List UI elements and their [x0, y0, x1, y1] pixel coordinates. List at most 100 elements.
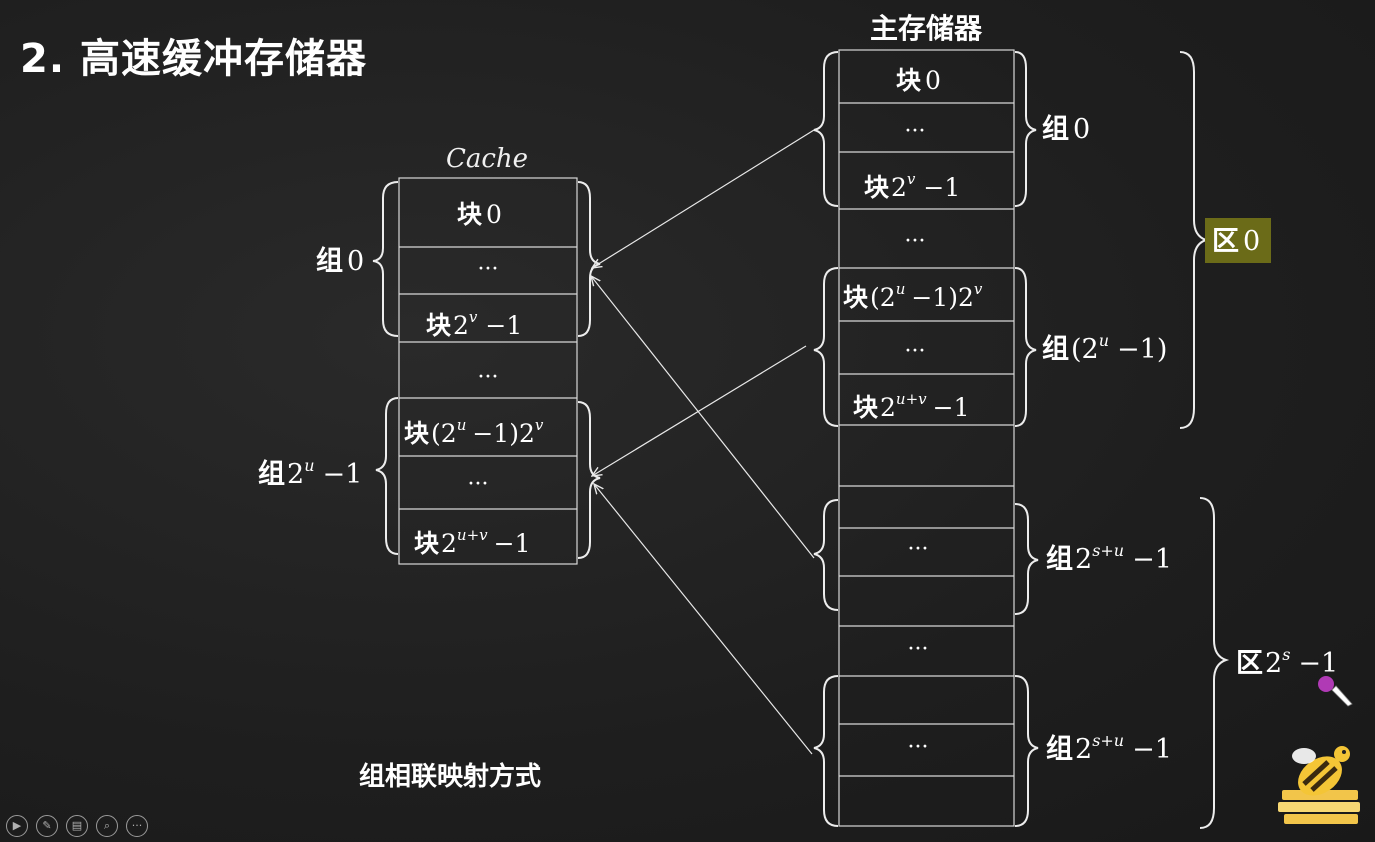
memory-row-blockmid: 块(2u−1)2v [843, 280, 983, 312]
zone0-highlight [1205, 218, 1271, 263]
pen-cursor-icon [1318, 676, 1353, 707]
presentation-toolbar: ▶ ✎ ▤ ⌕ ··· [6, 815, 148, 837]
memory-groupu-sup: u [1099, 331, 1109, 350]
cache-grouplast-tail: −1 [323, 459, 363, 490]
cache-row-blockmid: 块(2u−1)2v [404, 416, 544, 448]
slide-title: 2. 高速缓冲存储器 [20, 36, 367, 82]
slides-icon[interactable]: ▤ [66, 815, 88, 837]
cache-group0-num: 0 [347, 246, 364, 277]
memory-row-blockmid-sup: u [896, 280, 906, 298]
cache-row-dots-2: ··· [478, 365, 499, 390]
memory-groupu-tail: −1) [1117, 334, 1167, 365]
memory-row-blocklast-prefix: 块 [864, 173, 889, 202]
memory-row-dots-1: ··· [905, 119, 926, 144]
memory-groupsu1-left-brace [813, 499, 839, 611]
cache-row-dots-3: ··· [468, 472, 489, 497]
cache-row-blockend-tail: −1 [494, 529, 531, 558]
memory-groupsu2-left-brace [813, 675, 839, 827]
cache-row-blockmid-mid: −1)2 [472, 419, 535, 448]
cache-table [398, 177, 578, 565]
arrow-memgroupu-to-cachegrouplast [592, 345, 807, 476]
memory-group0-prefix: 组 [1042, 113, 1069, 145]
cache-title: Cache [446, 144, 528, 174]
cache-row-blockmid-sup: u [457, 416, 467, 434]
cache-row-blocklast-prefix: 块 [426, 311, 451, 340]
zonelast-label: 区2s−1 [1236, 645, 1338, 679]
arrow-memgroupsu1-to-cachegroup0 [591, 276, 815, 559]
arrow-memgroup0-to-cachegroup0 [592, 129, 815, 268]
cache-grouplast-sup: u [304, 456, 314, 475]
memory-row-dots-2: ··· [905, 229, 926, 254]
memory-row-blocklast-sup: v [907, 170, 916, 188]
cache-grouplast-label: 组2u −1 [258, 456, 362, 490]
memory-row-blockmid-prefix: 块 [843, 283, 868, 312]
memory-groupsu2-right-brace [1014, 675, 1039, 827]
zonelast-sup: s [1282, 645, 1290, 664]
cache-row-dots: ··· [478, 257, 499, 282]
zone0-brace [1179, 51, 1210, 429]
memory-row-blockend: 块2u+v−1 [853, 390, 969, 422]
cache-row-blockend-sup: u+v [457, 526, 488, 544]
memory-groupu-right-brace [1014, 267, 1037, 427]
memory-groupu-label: 组(2u −1) [1042, 331, 1167, 365]
cache-group0-left-brace [372, 181, 399, 337]
cache-row-blockend: 块2u+v−1 [414, 526, 530, 558]
pen-icon[interactable]: ✎ [36, 815, 58, 837]
diagram-caption: 组相联映射方式 [359, 761, 541, 792]
memory-groupu-left-brace [813, 267, 839, 427]
memory-group0-num: 0 [1073, 114, 1090, 145]
bee-logo-icon [1278, 746, 1360, 824]
zonelast-base: 2 [1265, 648, 1282, 679]
memory-groupsu2-prefix: 组 [1046, 733, 1073, 765]
memory-groupsu1-right-brace [1014, 503, 1039, 615]
cache-grouplast-left-brace [375, 397, 399, 555]
memory-group0-left-brace [813, 51, 839, 207]
cache-row-block0-prefix: 块 [457, 200, 482, 229]
memory-groupsu2-label: 组2s+u −1 [1046, 731, 1172, 765]
memory-groupsu1-tail: −1 [1132, 544, 1172, 575]
cache-row-block0-num: 0 [486, 200, 502, 229]
memory-groupu-open: (2 [1071, 334, 1099, 365]
zonelast-prefix: 区 [1236, 648, 1263, 679]
memory-row-blockend-base: 2 [880, 393, 896, 422]
play-icon[interactable]: ▶ [6, 815, 28, 837]
cache-grouplast-base: 2 [287, 459, 304, 490]
memory-groupsu1-label: 组2s+u −1 [1046, 541, 1172, 575]
cache-row-blockmid-sup2: v [535, 416, 544, 434]
memory-row-blocklast-tail: −1 [923, 173, 960, 202]
memory-row-blocklast: 块2v −1 [864, 170, 960, 202]
arrow-memgroupsu2-to-cachegrouplast [594, 484, 813, 755]
memory-groupsu1-prefix: 组 [1046, 543, 1073, 575]
cache-row-blocklast-base: 2 [453, 311, 469, 340]
cache-row-blockmid-open: (2 [431, 419, 457, 448]
more-icon[interactable]: ··· [126, 815, 148, 837]
memory-title: 主存储器 [870, 12, 983, 45]
memory-row-blockmid-mid: −1)2 [911, 283, 974, 312]
cache-grouplast-prefix: 组 [258, 458, 285, 490]
cache-row-blocklast-sup: v [469, 308, 478, 326]
memory-row-blocklast-base: 2 [891, 173, 907, 202]
memory-groupsu1-base: 2 [1075, 544, 1092, 575]
memory-row-block0-num: 0 [925, 66, 941, 95]
memory-row-blockend-tail: −1 [933, 393, 970, 422]
zoom-icon[interactable]: ⌕ [96, 815, 118, 837]
cache-row-blockend-prefix: 块 [414, 529, 439, 558]
memory-groupsu2-sup: s+u [1092, 731, 1124, 750]
zone0-prefix: 区 [1212, 226, 1239, 257]
memory-row-dots-6: ··· [908, 735, 929, 760]
memory-groupsu2-tail: −1 [1132, 734, 1172, 765]
memory-row-blockmid-open: (2 [870, 283, 896, 312]
memory-groupsu2-base: 2 [1075, 734, 1092, 765]
memory-row-dots-3: ··· [905, 339, 926, 364]
memory-groupu-prefix: 组 [1042, 333, 1069, 365]
cache-row-blocklast: 块2v−1 [426, 308, 522, 340]
memory-groupsu1-sup: s+u [1092, 541, 1124, 560]
memory-row-dots-4: ··· [908, 537, 929, 562]
memory-row-blockend-prefix: 块 [853, 393, 878, 422]
